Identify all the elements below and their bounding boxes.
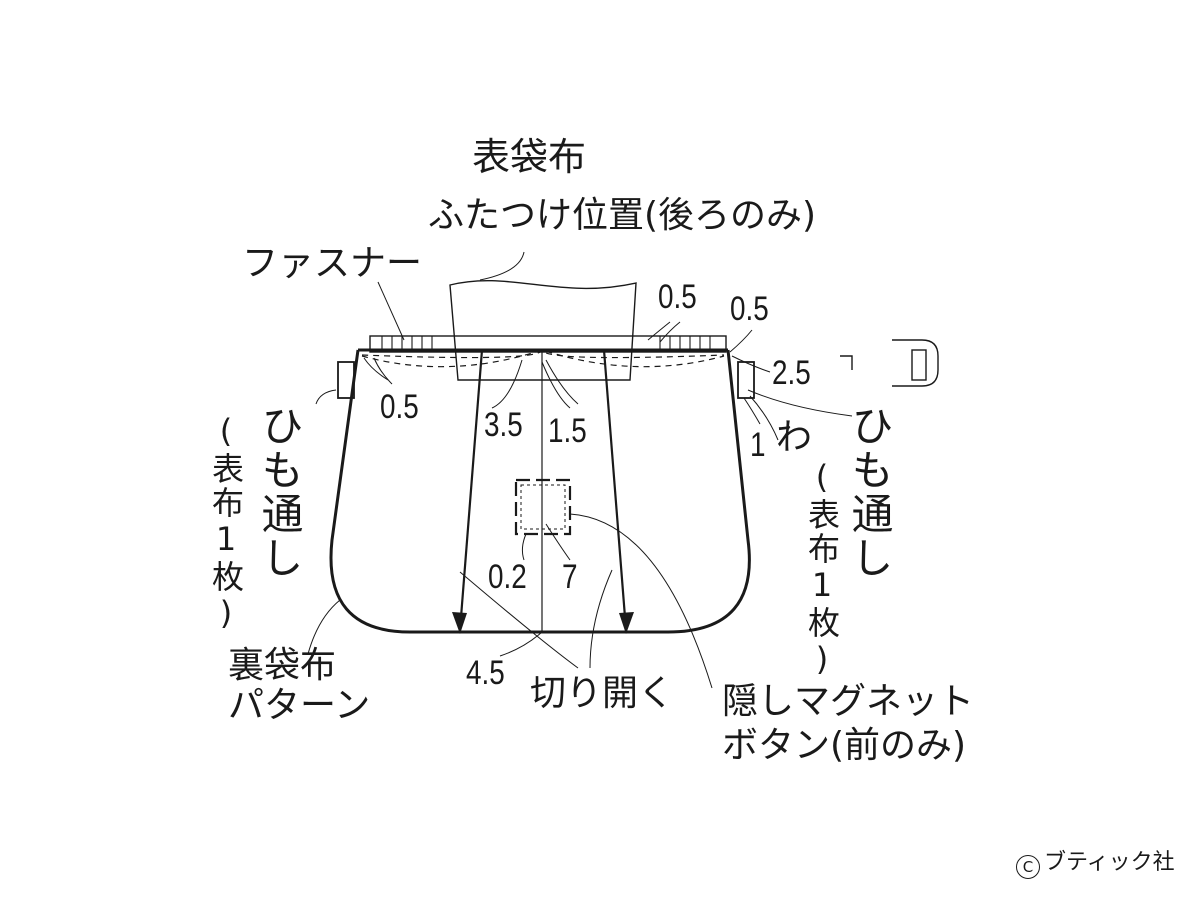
lining-pattern-label-2: パターン — [228, 685, 371, 726]
cut-line-left — [458, 349, 484, 631]
dim-magnet-left: 0.2 — [488, 558, 527, 596]
fold-label: わ — [776, 417, 813, 458]
bag-outline — [329, 349, 751, 634]
dim-top-right-1: 0.5 — [658, 278, 697, 316]
loop-tab-left — [337, 361, 355, 399]
loop-right-sub-label: (表布1枚) — [803, 458, 841, 680]
copyright-text: ブティック社 — [1044, 850, 1175, 875]
magnet-label-2: ボタン(前のみ) — [722, 725, 967, 766]
loop-left-label: ひも通し — [255, 404, 304, 580]
cut-arrow-left — [452, 612, 467, 634]
cut-arrow-right — [619, 612, 634, 634]
copyright-icon: C — [1016, 855, 1040, 879]
flap-position-label: ふたつけ位置(後ろのみ) — [428, 195, 817, 236]
magnet-square — [514, 478, 572, 536]
dim-right-small: 1 — [750, 426, 766, 464]
magnet-label-1: 隠しマグネット — [722, 681, 975, 722]
loop-left-sub-label: (表布1枚) — [207, 412, 245, 634]
dim-right-edge: 2.5 — [772, 354, 811, 392]
dim-magnet-right: 7 — [562, 558, 578, 596]
dim-bottom-center: 4.5 — [466, 654, 505, 692]
seam-line-curve — [361, 349, 725, 368]
loop-detail-icon — [840, 339, 939, 387]
loop-right-label: ひも通し — [845, 404, 894, 580]
dim-left-edge: 0.5 — [380, 388, 419, 426]
flap-shape — [449, 279, 637, 381]
magnet-inner — [520, 484, 566, 530]
loop-tab-right — [737, 361, 755, 399]
lining-pattern-label-1: 裏袋布 — [228, 645, 337, 686]
dim-center-right: 1.5 — [548, 412, 587, 450]
zipper-label: ファスナー — [242, 243, 423, 284]
dim-center-left: 3.5 — [484, 406, 523, 444]
dim-top-right-2: 0.5 — [730, 290, 769, 328]
cut-open-label: 切り開く — [530, 673, 675, 714]
cut-line-right — [602, 349, 628, 631]
outer-fabric-label: 表袋布 — [472, 135, 587, 179]
leader-lines — [307, 251, 853, 689]
